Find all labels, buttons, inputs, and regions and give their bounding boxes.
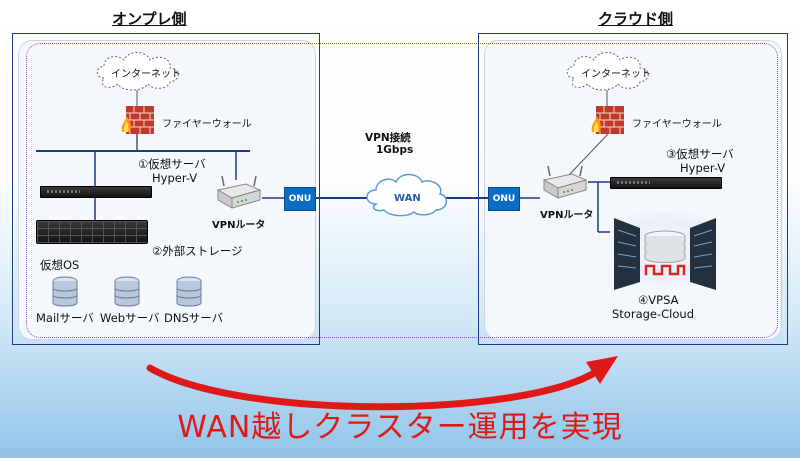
cloud-panel	[478, 33, 788, 345]
cluster-boundary	[26, 43, 778, 338]
right-storage-label-line2: Storage-Cloud	[612, 307, 694, 321]
left-onu-device: ONU	[284, 187, 316, 211]
left-firewall-icon	[120, 106, 154, 138]
web-server-db-icon	[114, 276, 140, 312]
vm-group-label: 仮想OS	[40, 258, 80, 272]
left-hyperv-server-icon	[40, 186, 152, 198]
left-server-label-line1: ①仮想サーバ	[138, 157, 206, 171]
right-hyperv-server-icon	[610, 177, 722, 189]
right-firewall-icon	[590, 106, 624, 138]
right-firewall-label: ファイヤーウォール	[632, 119, 722, 130]
vpn-connection-label: VPN接続	[365, 132, 411, 144]
right-vpn-router-icon	[542, 165, 588, 204]
cluster-arrow	[146, 356, 618, 411]
on-premise-title: オンプレ側	[112, 10, 187, 28]
left-storage-label: ②外部ストレージ	[152, 244, 243, 258]
cloud-title: クラウド側	[598, 10, 674, 28]
left-internet-cloud-icon	[96, 52, 179, 91]
left-server-label-line2: Hyper-V	[152, 171, 198, 185]
left-router-label: VPNルータ	[212, 220, 266, 231]
dns-server-db-icon	[176, 276, 202, 312]
right-router-label: VPNルータ	[540, 210, 594, 221]
vm-mail-label: Mailサーバ	[36, 311, 94, 325]
left-vpn-router-icon	[216, 175, 262, 214]
wan-cloud-icon	[366, 173, 448, 217]
vm-web-label: Webサーバ	[100, 311, 160, 325]
left-internet-label: インターネット	[111, 69, 181, 80]
right-server-label-line1: ③仮想サーバ	[666, 147, 734, 161]
right-internet-label: インターネット	[581, 69, 651, 80]
right-server-label-line2: Hyper-V	[680, 161, 726, 175]
vpn-bandwidth-label: 1Gbps	[376, 144, 414, 156]
footer-headline: WAN越しクラスター運用を実現	[177, 410, 623, 445]
right-internet-cloud-icon	[566, 52, 649, 91]
mail-server-db-icon	[52, 276, 78, 312]
on-premise-panel	[12, 33, 320, 345]
left-firewall-label: ファイヤーウォール	[162, 119, 252, 130]
right-onu-device: ONU	[488, 187, 520, 211]
wan-cloud-label: WAN	[394, 193, 421, 204]
right-storage-label-line1: ④VPSA	[638, 293, 679, 307]
left-external-storage-icon	[36, 220, 148, 244]
vpsa-storage-cloud-icon	[610, 212, 720, 296]
vm-dns-label: DNSサーバ	[164, 311, 224, 325]
